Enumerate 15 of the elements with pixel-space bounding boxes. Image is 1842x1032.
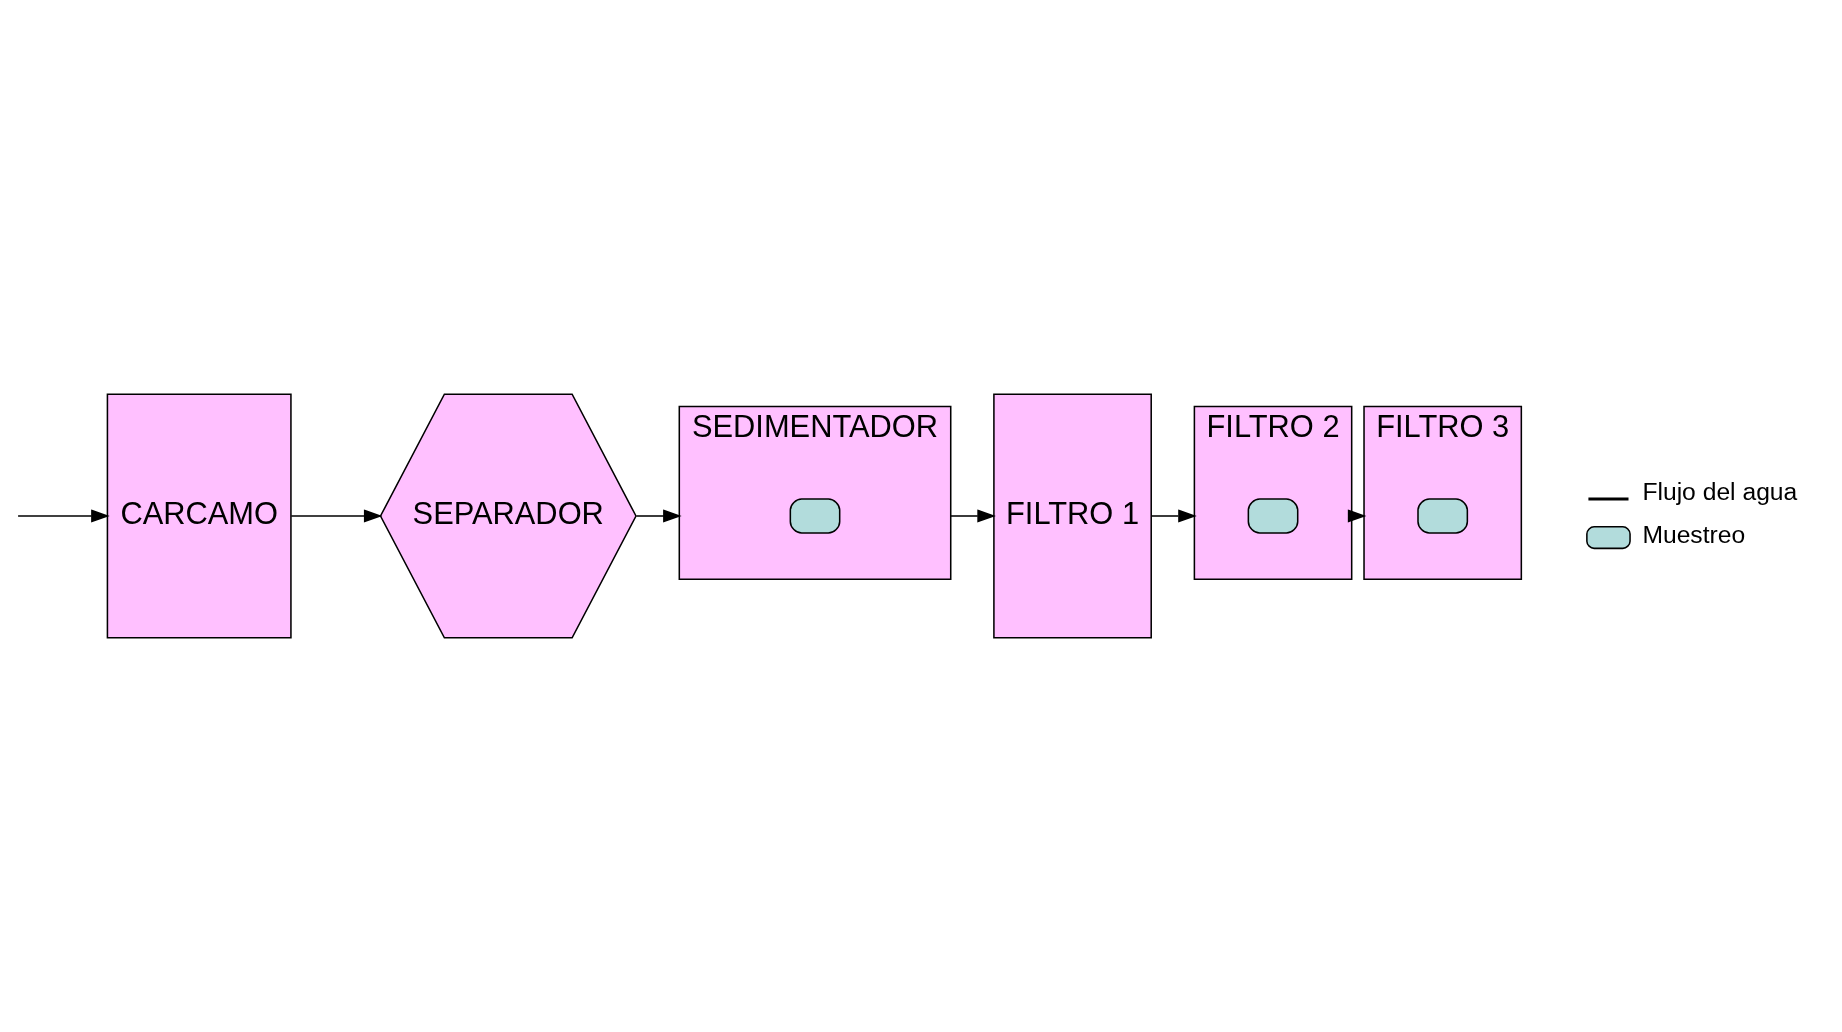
arrow: [1150, 509, 1197, 523]
arrow: [17, 509, 110, 523]
cluster: FILTRO 3: [1363, 405, 1523, 580]
arrow: [635, 509, 682, 523]
node-box: [1417, 498, 1469, 534]
arrow: [290, 509, 383, 523]
node-box: CARCAMO: [106, 393, 292, 639]
node-box: [789, 498, 841, 534]
legend-label: Flujo del agua: [1642, 478, 1798, 506]
node-box: [1247, 498, 1299, 534]
legend-label: Muestreo: [1642, 521, 1746, 549]
cluster: SEDIMENTADOR: [678, 405, 952, 580]
cluster: FILTRO 2: [1193, 405, 1353, 580]
arrow: [949, 509, 996, 523]
node-box: FILTRO 1: [993, 393, 1152, 639]
